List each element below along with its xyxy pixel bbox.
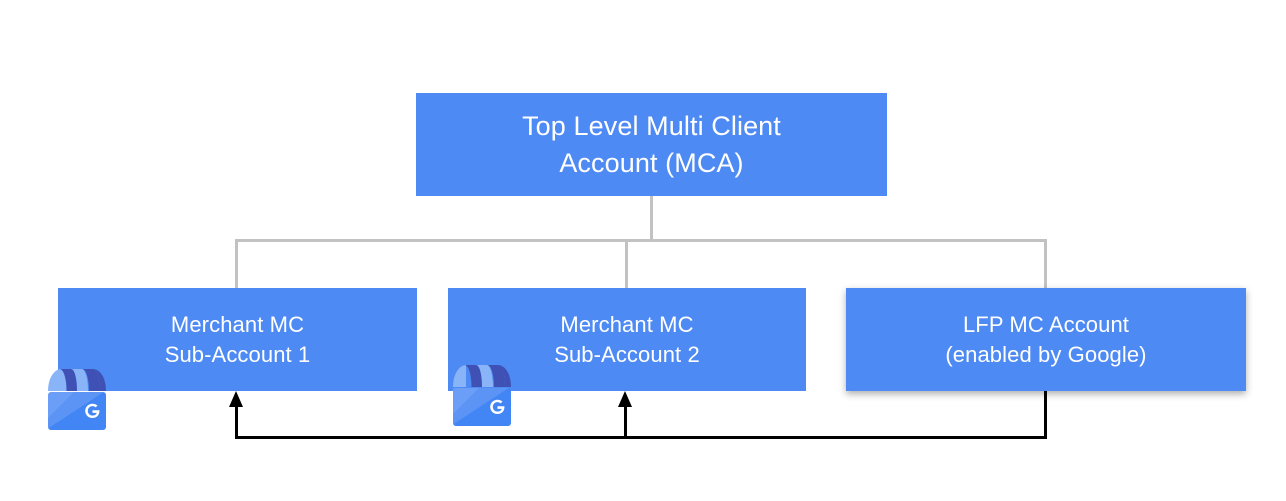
connector-drop-lfp: [1044, 239, 1047, 289]
arrowhead-to-sub2-icon: [618, 391, 632, 407]
connector-top-trunk: [650, 196, 653, 242]
google-business-profile-icon: [48, 369, 106, 430]
google-business-profile-icon: [453, 365, 511, 426]
node-lfp-mc-account[interactable]: LFP MC Account (enabled by Google): [846, 288, 1246, 391]
connector-horizontal-bus: [235, 239, 1047, 242]
connector-drop-sub1: [235, 239, 238, 289]
arrowhead-to-sub1-icon: [229, 391, 243, 407]
arrow-wire-bottom-bus: [235, 436, 1047, 439]
node-top-level-mca[interactable]: Top Level Multi Client Account (MCA): [416, 93, 887, 196]
arrow-wire-from-lfp: [1044, 391, 1047, 439]
connector-drop-sub2: [625, 239, 628, 289]
arrow-wire-to-sub2: [624, 404, 627, 438]
arrow-wire-to-sub1: [235, 404, 238, 438]
node-merchant-sub-account-1[interactable]: Merchant MC Sub-Account 1: [58, 288, 417, 391]
